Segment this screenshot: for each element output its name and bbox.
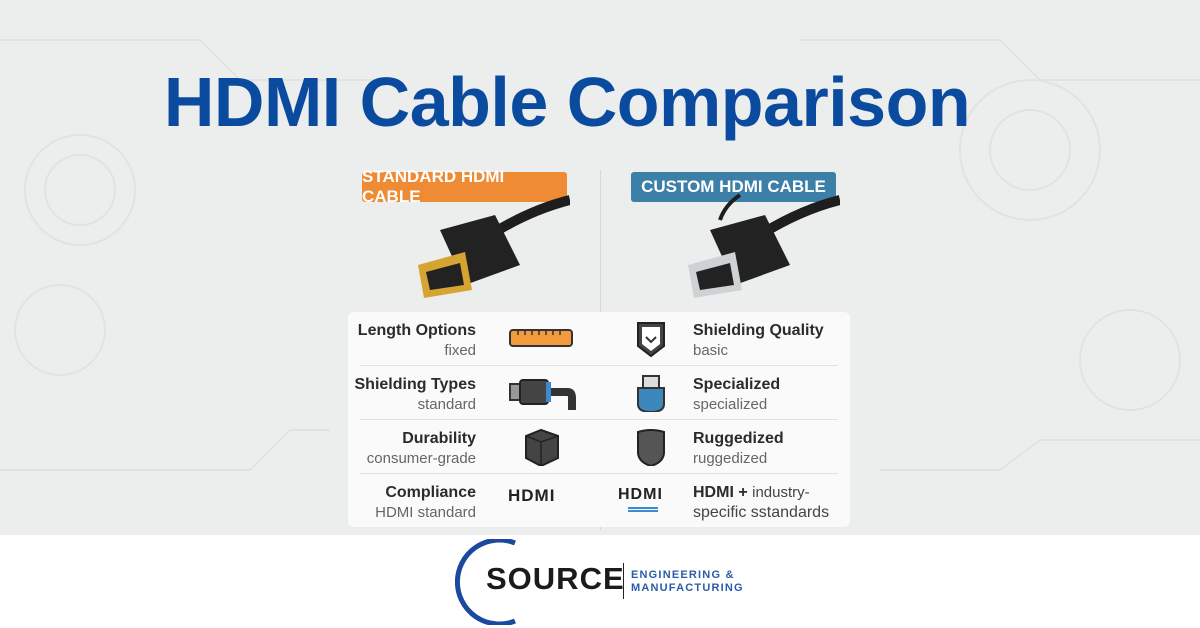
row-label: Ruggedized [693,430,784,447]
row-label-continued: industry- [752,484,810,501]
row-value: basic [693,342,729,359]
row-label: Shielding Types [354,376,477,393]
hdmi-logo-icon: HDMI [508,486,556,505]
table-row: Durability consumer-grade Ruggedized rugge… [360,420,838,474]
row-value: ruggedized [693,450,768,467]
hdmi-logo-lines [628,507,658,512]
logo-name: SOURCE [486,561,625,596]
hdmi-logo-icon: HDMI [618,486,680,524]
row-value: consumer-grade [366,450,476,467]
logo-arc-icon [455,539,516,625]
row-label: Specialized [693,376,781,393]
page-title: HDMI Cable Comparison [163,63,971,141]
background: HDMI Cable Comparison STANDARD HDMI CABL… [0,0,1200,535]
row-label: Shielding Quality [693,322,824,339]
row-value: specific sstandards [693,504,830,521]
standard-cable-badge: STANDARD HDMI CABLE [362,167,567,206]
custom-cable-badge: CUSTOM HDMI CABLE [631,172,836,202]
footer: SOURCE ENGINEERING &MANUFACTURING [0,535,1200,628]
row-value: HDMI standard [375,504,476,521]
standard-hdmi-cable-image [418,195,570,298]
row-label: Durability [402,430,476,447]
comparison-table: Length Options fixed Shielding Quality bas… [348,312,850,527]
table-row: Length Options fixed Shielding Quality bas… [357,312,838,366]
logo-tagline: ENGINEERING &MANUFACTURING [631,569,744,595]
logo-tagline-1: ENGINEERING & [631,569,735,581]
logo-separator [623,563,624,599]
row-value: standard [417,396,476,413]
cube-icon [525,428,559,466]
logo-tagline-2: MANUFACTURING [631,582,744,594]
row-value: fixed [444,342,476,359]
row-value: specialized [693,396,768,413]
hdmi-logo-text: HDMI [618,486,663,503]
row-label: Compliance [385,484,476,501]
rugged-shield-icon [637,429,665,466]
row-label: Length Options [357,322,476,339]
custom-hdmi-cable-image [688,193,840,298]
circuit-pattern [0,0,1200,535]
row-label: HDMI + [693,484,748,501]
shield-check-icon [637,322,665,358]
cable-connector-icon [509,379,576,410]
ruler-icon [509,329,573,347]
usb-plug-icon [637,375,665,412]
table-row: Shielding Types standard Specialized speci… [355,366,838,420]
